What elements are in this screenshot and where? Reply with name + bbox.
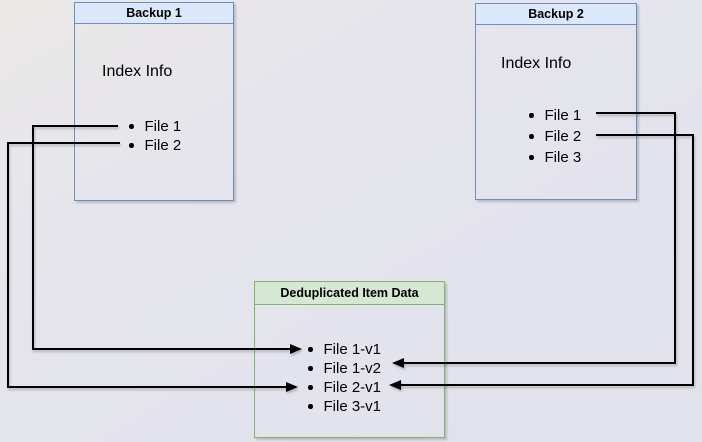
- list-item-label: File 1: [144, 118, 182, 135]
- list-item-backup2-file3: File 3: [529, 147, 581, 168]
- backup1-title: Backup 1: [75, 3, 233, 24]
- list-item-label: File 1: [544, 107, 582, 124]
- list-item-label: File 2-v1: [323, 379, 382, 396]
- list-item-backup1-file1: File 1: [129, 117, 181, 136]
- backup2-title: Backup 2: [476, 4, 636, 25]
- backup2-box: Backup 2 Index Info File 1 File 2 File 3: [475, 3, 637, 200]
- list-item-label: File 3-v1: [323, 398, 382, 415]
- list-item-file3-v1: File 3-v1: [308, 397, 381, 416]
- backup2-index-info-label: Index Info: [501, 55, 572, 72]
- list-item-label: File 3: [544, 149, 582, 166]
- list-item-backup2-file1: File 1: [529, 105, 581, 126]
- backup1-file-list: File 1 File 2: [129, 117, 181, 155]
- bullet-icon: [129, 124, 134, 129]
- list-item-label: File 1-v1: [323, 341, 382, 358]
- bullet-icon: [529, 155, 534, 160]
- list-item-file1-v1: File 1-v1: [308, 340, 381, 359]
- bullet-icon: [308, 404, 313, 409]
- backup2-file-list: File 1 File 2 File 3: [529, 105, 581, 168]
- backup1-index-info-label: Index Info: [102, 63, 173, 80]
- list-item-file2-v1: File 2-v1: [308, 378, 381, 397]
- list-item-label: File 2: [544, 128, 582, 145]
- dedup-file-list: File 1-v1 File 1-v2 File 2-v1 File 3-v1: [308, 340, 381, 416]
- list-item-file1-v2: File 1-v2: [308, 359, 381, 378]
- list-item-label: File 2: [144, 137, 182, 154]
- list-item-backup1-file2: File 2: [129, 136, 181, 155]
- list-item-backup2-file2: File 2: [529, 126, 581, 147]
- bullet-icon: [308, 347, 313, 352]
- backup1-box: Backup 1 Index Info File 1 File 2: [74, 2, 234, 201]
- list-item-label: File 1-v2: [323, 360, 382, 377]
- bullet-icon: [308, 385, 313, 390]
- bullet-icon: [529, 113, 534, 118]
- bullet-icon: [529, 134, 534, 139]
- dedup-title: Deduplicated Item Data: [255, 282, 444, 305]
- bullet-icon: [308, 366, 313, 371]
- bullet-icon: [129, 143, 134, 148]
- deduplicated-item-data-box: Deduplicated Item Data File 1-v1 File 1-…: [254, 281, 445, 438]
